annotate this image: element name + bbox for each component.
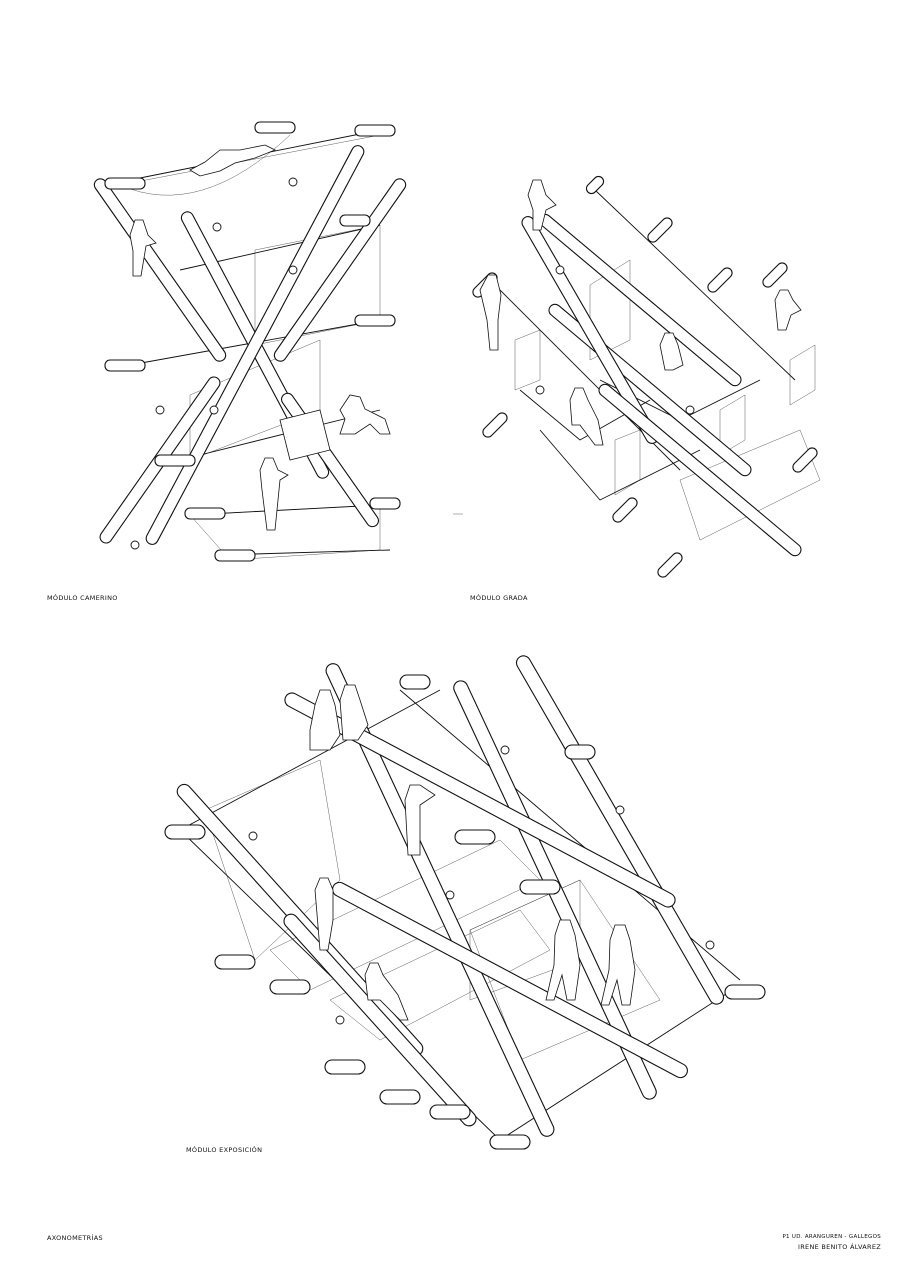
module-grada-label: MÓDULO GRADA xyxy=(470,594,528,602)
module-exposicion-label: MÓDULO EXPOSICIÓN xyxy=(186,1146,263,1154)
section-title: AXONOMETRÍAS xyxy=(47,1234,103,1242)
module-grada-drawing xyxy=(472,175,821,578)
module-exposicion-drawing xyxy=(164,655,766,1150)
author-label: IRENE BENITO ÁLVAREZ xyxy=(798,1243,881,1251)
course-label: P1 UD. ARANGUREN - GALLEGOS xyxy=(782,1234,881,1240)
module-camerino-label: MÓDULO CAMERINO xyxy=(47,594,118,602)
module-camerino-drawing xyxy=(93,121,407,562)
